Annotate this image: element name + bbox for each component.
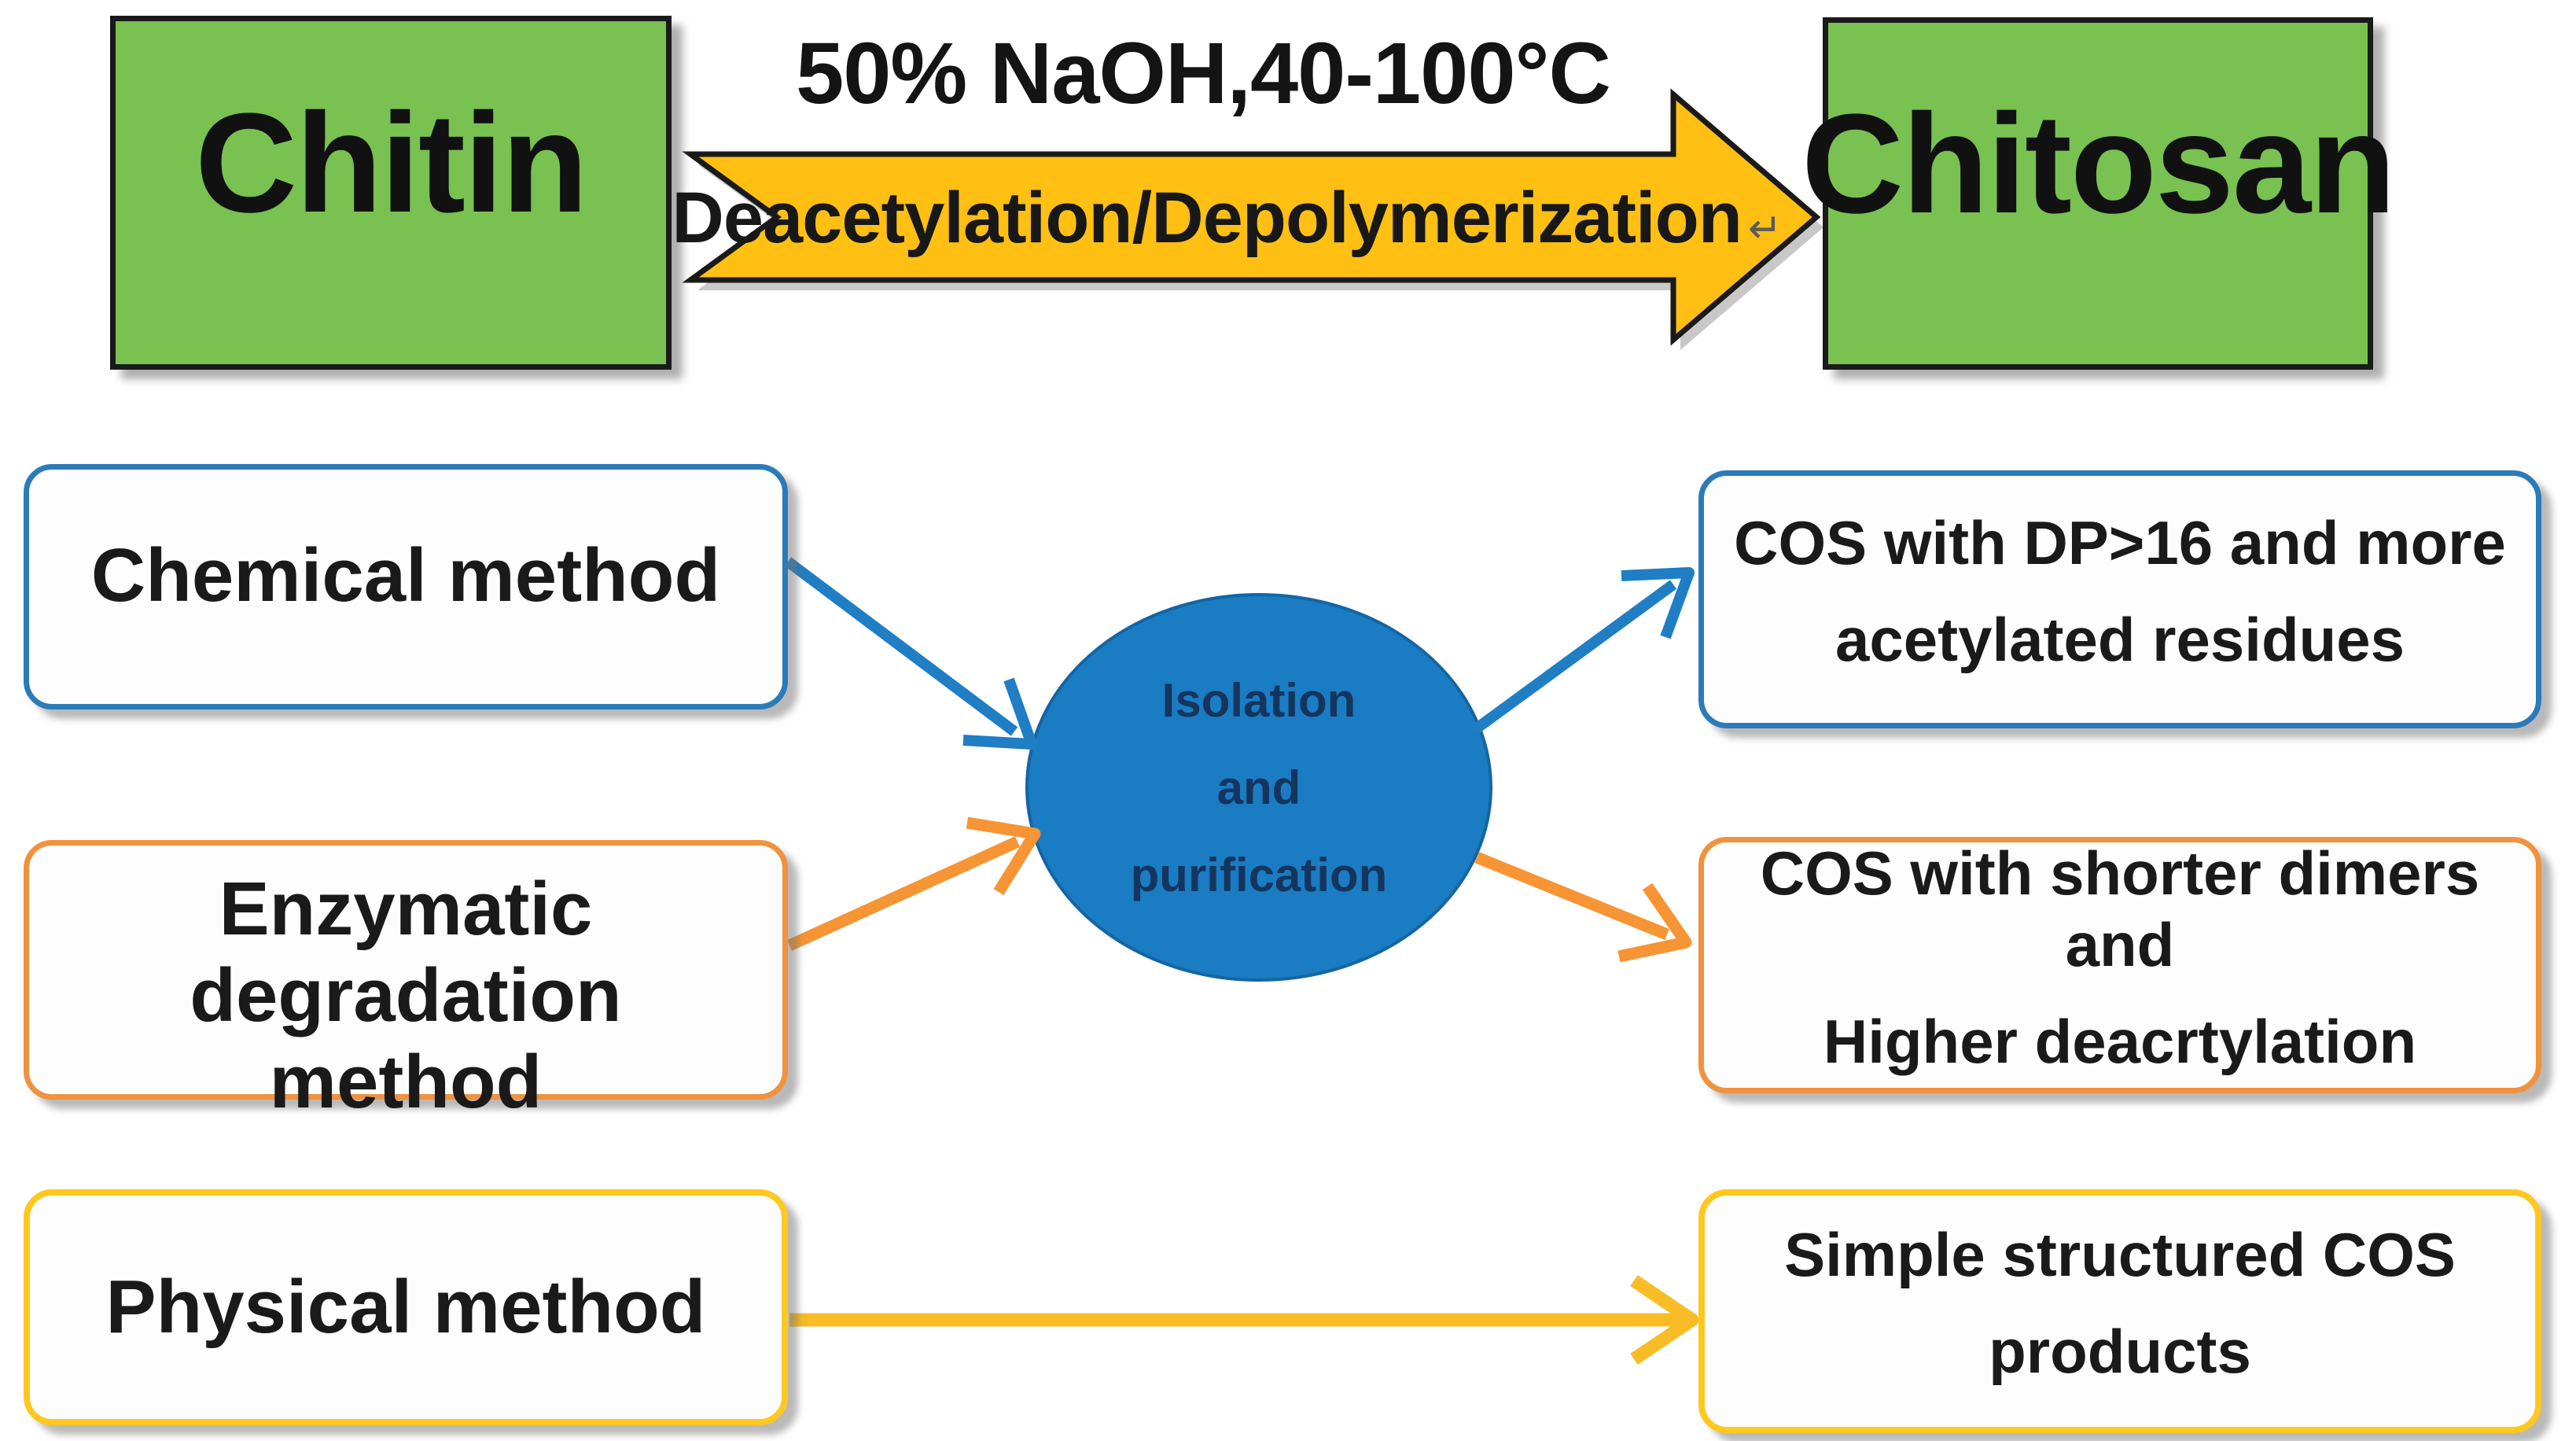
chitosan-box: Chitosan bbox=[1801, 17, 2396, 370]
isolation-to-cos-dp16-arrow bbox=[1473, 567, 1695, 733]
isolation-line1: Isolation bbox=[1161, 673, 1356, 727]
reaction-condition-label: 50% NaOH,40-100°C bbox=[796, 25, 1611, 122]
big-arrow-body bbox=[682, 88, 1821, 346]
chemical-method-box: Chemical method bbox=[24, 464, 788, 709]
enzymatic-method-line2: method bbox=[269, 1040, 543, 1124]
simple-cos-line2: products bbox=[1989, 1317, 2251, 1386]
chitin-label: Chitin bbox=[195, 83, 588, 242]
chitosan-label: Chitosan bbox=[1801, 84, 2396, 243]
process-label-text: Deacetylation/Depolymerization bbox=[672, 177, 1742, 258]
paragraph-mark: ↵ bbox=[1748, 206, 1783, 252]
cos-dimers-line1: COS with shorter dimers and bbox=[1760, 838, 2480, 979]
physical-method-box: Physical method bbox=[24, 1189, 788, 1425]
isolation-line2: and bbox=[1216, 761, 1301, 814]
enzymatic-to-isolation-arrow bbox=[786, 816, 1041, 951]
chitin-box: Chitin bbox=[110, 16, 672, 370]
reaction-process-label: Deacetylation/Depolymerization ↵ bbox=[672, 156, 1782, 280]
simple-cos-box: Simple structured COS products bbox=[1698, 1189, 2541, 1433]
cos-dp16-box: COS with DP>16 and more acetylated resid… bbox=[1698, 470, 2541, 728]
cos-dimers-line2: Higher deacrtylation bbox=[1823, 1006, 2417, 1076]
enzymatic-method-line1: Enzymatic degradation bbox=[190, 867, 622, 1037]
isolation-to-cos-dimers-arrow bbox=[1474, 852, 1692, 963]
physical-to-simple-cos-arrow bbox=[789, 1274, 1699, 1365]
chemical-method-label: Chemical method bbox=[90, 533, 721, 617]
isolation-purification-label: Isolation and purification bbox=[1027, 595, 1491, 980]
simple-cos-line1: Simple structured COS bbox=[1784, 1220, 2456, 1289]
physical-method-label: Physical method bbox=[105, 1265, 706, 1349]
cos-dimers-box: COS with shorter dimers and Higher deacr… bbox=[1698, 837, 2541, 1093]
cos-dp16-line1: COS with DP>16 and more bbox=[1734, 508, 2506, 577]
isolation-ellipse bbox=[1025, 593, 1492, 982]
chemical-to-isolation-arrow bbox=[784, 557, 1037, 750]
enzymatic-method-box: Enzymatic degradation method bbox=[24, 840, 788, 1124]
isolation-line3: purification bbox=[1130, 848, 1388, 901]
cos-dp16-line2: acetylated residues bbox=[1834, 605, 2405, 674]
chitin-to-chitosan-arrow bbox=[682, 88, 1823, 350]
